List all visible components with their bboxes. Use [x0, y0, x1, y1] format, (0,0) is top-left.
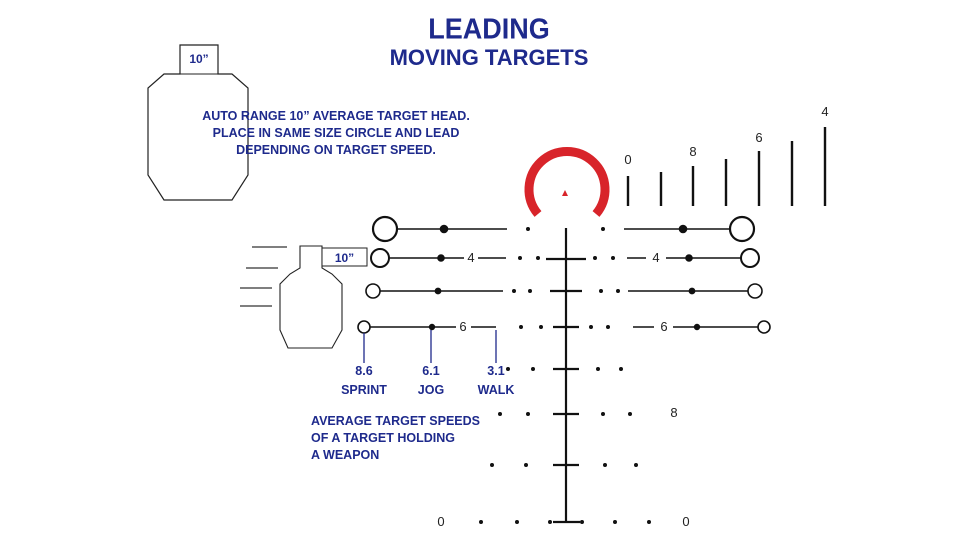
jog-speed-name: JOG	[417, 383, 445, 397]
stadia-6-label: 6	[755, 130, 763, 145]
title-leading: LEADING	[428, 13, 550, 45]
range-8-label: 8	[670, 405, 678, 420]
bottom-right-0-label: 0	[682, 514, 690, 529]
walk-speed-value: 3.1	[487, 364, 505, 378]
lead-lines-left	[357, 215, 507, 334]
auto-range-instructions: AUTO RANGE 10” AVERAGE TARGET HEAD. PLAC…	[202, 109, 470, 157]
sprint-speed-name: SPRINT	[341, 383, 387, 397]
bottom-left-0-label: 0	[437, 514, 445, 529]
stadia-8-label: 8	[689, 144, 697, 159]
lead-lines-right	[624, 215, 771, 334]
sprint-speed-value: 8.6	[355, 364, 373, 378]
red-ring-arc	[524, 146, 610, 217]
large-target-head-box	[179, 45, 219, 75]
ranging-stadia-bars	[626, 127, 827, 206]
center-dot	[562, 190, 568, 196]
lead-6-right-label: 6	[660, 319, 668, 334]
jog-speed-value: 6.1	[422, 364, 440, 378]
lead-6-left-label: 6	[459, 319, 467, 334]
moving-target-silhouette	[279, 245, 343, 349]
holdover-dots	[479, 227, 651, 524]
head-size-label-small: 10”	[334, 251, 355, 265]
stadia-4-label: 4	[821, 104, 829, 119]
vertical-hash-marks	[546, 257, 586, 467]
average-speeds-note: AVERAGE TARGET SPEEDS OF A TARGET HOLDIN…	[311, 414, 481, 462]
walk-speed-name: WALK	[477, 383, 515, 397]
lead-4-right-label: 4	[652, 250, 660, 265]
motion-lines	[240, 246, 287, 307]
speed-leader-lines	[363, 330, 497, 363]
stadia-0-label: 0	[624, 152, 632, 167]
head-size-label-large: 10”	[189, 52, 209, 66]
lead-4-left-label: 4	[467, 250, 475, 265]
title-moving-targets: MOVING TARGETS	[389, 45, 589, 70]
moving-target-head-box	[321, 247, 368, 267]
